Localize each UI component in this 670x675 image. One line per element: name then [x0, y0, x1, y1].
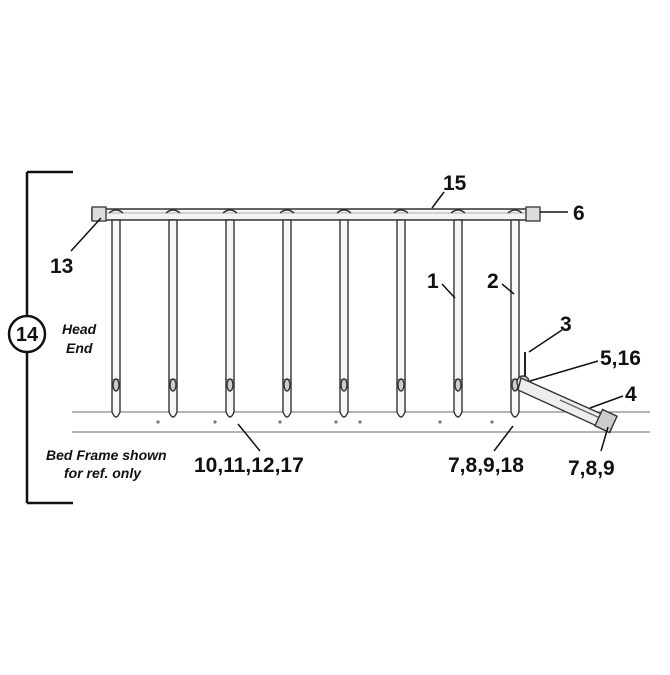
head-end-label-line1: Head	[62, 321, 97, 337]
leader-lines	[70, 191, 624, 452]
callout-5-16: 5,16	[600, 347, 641, 370]
callout-6: 6	[573, 202, 585, 225]
callout-4: 4	[625, 383, 637, 406]
callout-1: 1	[427, 270, 439, 293]
slat	[336, 209, 352, 418]
callout-7-8-9-18: 7,8,9,18	[448, 454, 524, 477]
slats	[108, 209, 523, 418]
head-end-label-line2: End	[66, 340, 93, 356]
slat	[450, 209, 466, 418]
slat	[222, 209, 238, 418]
bed-frame-note-line2: for ref. only	[64, 465, 142, 481]
slat	[279, 209, 295, 418]
slat	[393, 209, 409, 418]
group-badge-circle	[7, 314, 47, 354]
bed-frame-note-line1: Bed Frame shown	[46, 447, 167, 463]
callout-7-8-9: 7,8,9	[568, 457, 615, 480]
callout-2: 2	[487, 270, 499, 293]
bed-frame-holes	[156, 420, 494, 424]
slat	[108, 209, 124, 418]
latch-assembly	[516, 352, 618, 434]
top-rail	[91, 206, 541, 222]
slat	[507, 209, 523, 418]
group-badge-number: 14	[16, 324, 39, 346]
slat	[165, 209, 181, 418]
callout-15: 15	[443, 172, 467, 195]
callout-3: 3	[560, 313, 572, 336]
callout-10-11-12-17: 10,11,12,17	[194, 454, 304, 477]
callout-13: 13	[50, 255, 73, 278]
